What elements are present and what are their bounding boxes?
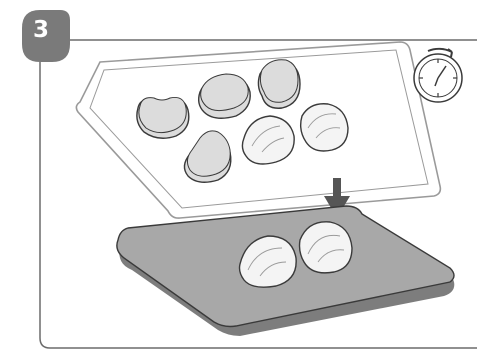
board-piece-2	[300, 222, 353, 273]
tray-piece-1	[137, 97, 189, 138]
step-number: 3	[23, 15, 59, 45]
stopwatch-icon	[414, 49, 462, 102]
tray-piece-6	[301, 104, 348, 151]
tray-piece-3	[258, 60, 300, 109]
